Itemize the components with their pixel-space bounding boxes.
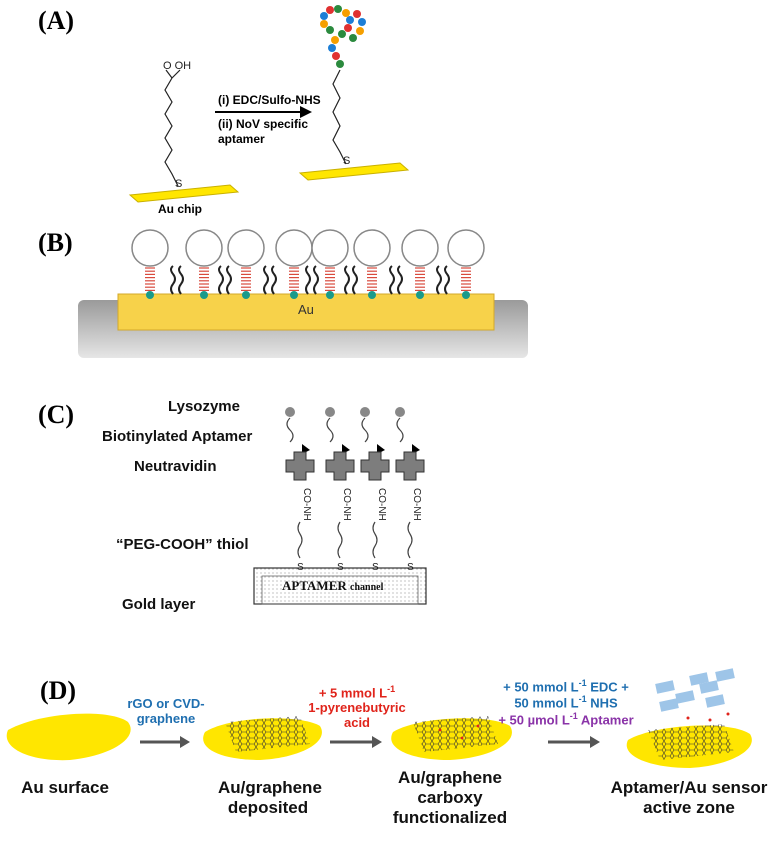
- step-1-label: (i) EDC/Sulfo-NHS: [218, 93, 321, 107]
- lysozyme-ball: [285, 407, 295, 417]
- anchor-dot: [242, 291, 250, 299]
- arrow-3-line-2: 50 mmol L-1 NHS: [514, 694, 618, 711]
- hairpin-loop: [353, 229, 391, 267]
- hairpin-loop: [227, 229, 265, 267]
- thiol-s: S: [407, 562, 414, 573]
- aptamer-strand: [326, 417, 334, 443]
- peg-chain: [407, 521, 413, 559]
- aptamer-beads: [320, 5, 366, 68]
- stage-carboxy-functionalized: Au/graphene carboxy functionalized: [392, 768, 508, 827]
- co-nh-linker: CO-NH: [411, 488, 422, 521]
- peg-chain: [337, 521, 343, 559]
- spacer-chain: [226, 265, 232, 295]
- arrow-2-line-2: 1-pyrenebutyric: [308, 700, 406, 716]
- spacer-chain: [178, 265, 184, 295]
- hairpin-loop: [311, 229, 349, 267]
- hairpin-loop: [131, 229, 169, 267]
- thiol-s: S: [297, 562, 304, 573]
- anchor-dot: [290, 291, 298, 299]
- co-nh-linker: CO-NH: [341, 488, 352, 521]
- label-gold-layer: Gold layer: [122, 596, 196, 613]
- arrow-3-text: + 50 mmol L-1 EDC + 50 mmol L-1 NHS + 50…: [478, 678, 654, 727]
- spacer-chain: [352, 265, 358, 295]
- panel-a-label: (A): [38, 6, 75, 35]
- sulfur-right: S: [343, 155, 351, 167]
- arrow-3-line-3: + 50 µmol L-1 Aptamer: [498, 710, 634, 727]
- spacer-chain: [444, 265, 450, 295]
- spacer-chain: [344, 265, 350, 295]
- arrow-3-line-1: + 50 mmol L-1 EDC +: [503, 678, 629, 695]
- aptamer-molecules: [655, 668, 735, 722]
- panel-b-label: (B): [38, 228, 73, 257]
- anchor-dot: [416, 291, 424, 299]
- cooh-group: O OH: [163, 60, 192, 72]
- spacer-chain: [263, 265, 269, 295]
- step-2b-label: aptamer: [218, 132, 265, 146]
- arrow-2-line-1: + 5 mmol L-1: [318, 684, 396, 701]
- aptamer-stacks: CO-NH S CO-NH S CO-NH S CO-NH S: [285, 407, 425, 573]
- neutravidin-block: [325, 451, 355, 481]
- spacer-chain: [436, 265, 442, 295]
- peg-chain: [297, 521, 303, 559]
- spacer-chain: [271, 265, 277, 295]
- label-lysozyme: Lysozyme: [168, 398, 240, 415]
- thiol-s: S: [337, 562, 344, 573]
- thiol-s: S: [372, 562, 379, 573]
- anchor-dot: [368, 291, 376, 299]
- neutravidin-block: [395, 451, 425, 481]
- arrow-2-text: + 5 mmol L-1 1-pyrenebutyric acid: [292, 684, 422, 730]
- aptamer-strand: [361, 417, 369, 443]
- channel-label-main: APTAMER: [282, 578, 347, 593]
- neutravidin-block: [285, 451, 315, 481]
- peg-chain: [372, 521, 378, 559]
- hairpin-loop: [185, 229, 223, 267]
- stage-au-surface: Au surface: [21, 778, 109, 797]
- spacer-chain: [313, 265, 319, 295]
- stage-aptamer-sensor: Aptamer/Au sensor active zone: [610, 778, 768, 817]
- arrow-1-text: rGO or CVD-graphene: [127, 696, 205, 726]
- spacer-chain: [218, 265, 224, 295]
- arrow-2-line-3: acid: [343, 715, 370, 731]
- label-biotinylated-aptamer: Biotinylated Aptamer: [102, 428, 253, 445]
- lysozyme-ball: [360, 407, 370, 417]
- anchor-dot: [462, 291, 470, 299]
- anchor-dot: [146, 291, 154, 299]
- spacer-chain: [305, 265, 311, 295]
- channel-label: APTAMER channel: [282, 578, 383, 594]
- spacer-chain: [397, 265, 403, 295]
- step-2-label: (ii) NoV specific: [218, 117, 309, 131]
- anchor-dot: [200, 291, 208, 299]
- lysozyme-ball: [325, 407, 335, 417]
- lysozyme-ball: [395, 407, 405, 417]
- hairpin-loop: [401, 229, 439, 267]
- co-nh-linker: CO-NH: [376, 488, 387, 521]
- panel-c-label: (C): [38, 400, 75, 429]
- au-surface-label: Au: [298, 302, 314, 317]
- aptamer-strand: [286, 417, 294, 443]
- panel-d-label: (D): [40, 676, 77, 705]
- anchor-dot: [326, 291, 334, 299]
- hairpin-loop: [447, 229, 485, 267]
- aptamer-hairpins: [131, 229, 485, 299]
- co-nh-linker: CO-NH: [301, 488, 312, 521]
- label-peg-cooh-thiol: “PEG-COOH” thiol: [116, 536, 249, 553]
- au-chip-label: Au chip: [158, 202, 202, 216]
- channel-label-small: channel: [350, 582, 384, 593]
- stage-au-graphene-deposited: Au/graphene deposited: [218, 778, 322, 817]
- label-neutravidin: Neutravidin: [134, 458, 217, 475]
- spacer-chain: [389, 265, 395, 295]
- spacer-chain: [170, 265, 176, 295]
- sulfur-left: S: [175, 178, 183, 190]
- aptamer-strand: [396, 417, 404, 443]
- neutravidin-block: [360, 451, 390, 481]
